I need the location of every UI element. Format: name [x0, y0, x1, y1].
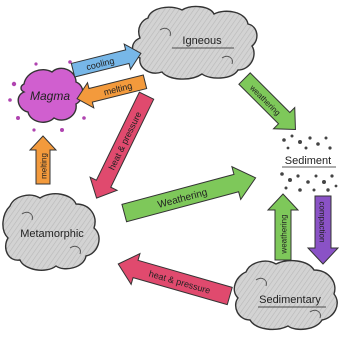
- sedimentary-rock-shape: [233, 259, 338, 331]
- magma-shape: [17, 67, 84, 123]
- heat-pressure-arrow-lower: heat & pressure: [117, 252, 233, 306]
- melting-arrow-left: melting: [28, 135, 58, 185]
- melting-arrow-top: melting: [76, 74, 148, 109]
- sediment-pile: Sediment: [280, 134, 338, 192]
- igneous-rock: Igneous: [131, 5, 258, 80]
- weathering-arrow-right: weathering: [238, 72, 296, 130]
- igneous-label: Igneous: [182, 35, 222, 47]
- compaction-arrow: compaction: [306, 195, 340, 265]
- compaction-label: compaction: [318, 202, 327, 243]
- sedimentary-label: Sedimentary: [259, 294, 321, 306]
- weathering-label-lower: weathering: [280, 214, 289, 254]
- metamorphic-label: Metamorphic: [20, 228, 84, 240]
- sedimentary-rock: Sedimentary: [233, 259, 338, 331]
- melting-label-left: melting: [40, 153, 49, 179]
- magma-blob: Magma: [8, 60, 86, 132]
- weathering-arrow-lower: weathering: [266, 193, 300, 261]
- heat-pressure-label-upper: heat & pressure: [107, 110, 144, 171]
- weathering-arrow-middle: Weathering: [121, 165, 257, 223]
- magma-label: Magma: [30, 89, 70, 103]
- sediment-label: Sediment: [285, 155, 331, 167]
- metamorphic-rock: Metamorphic: [2, 193, 100, 271]
- metamorphic-rock-shape: [2, 193, 100, 271]
- cooling-arrow: cooling: [70, 43, 142, 78]
- heat-pressure-arrow-upper: heat & pressure: [89, 91, 155, 199]
